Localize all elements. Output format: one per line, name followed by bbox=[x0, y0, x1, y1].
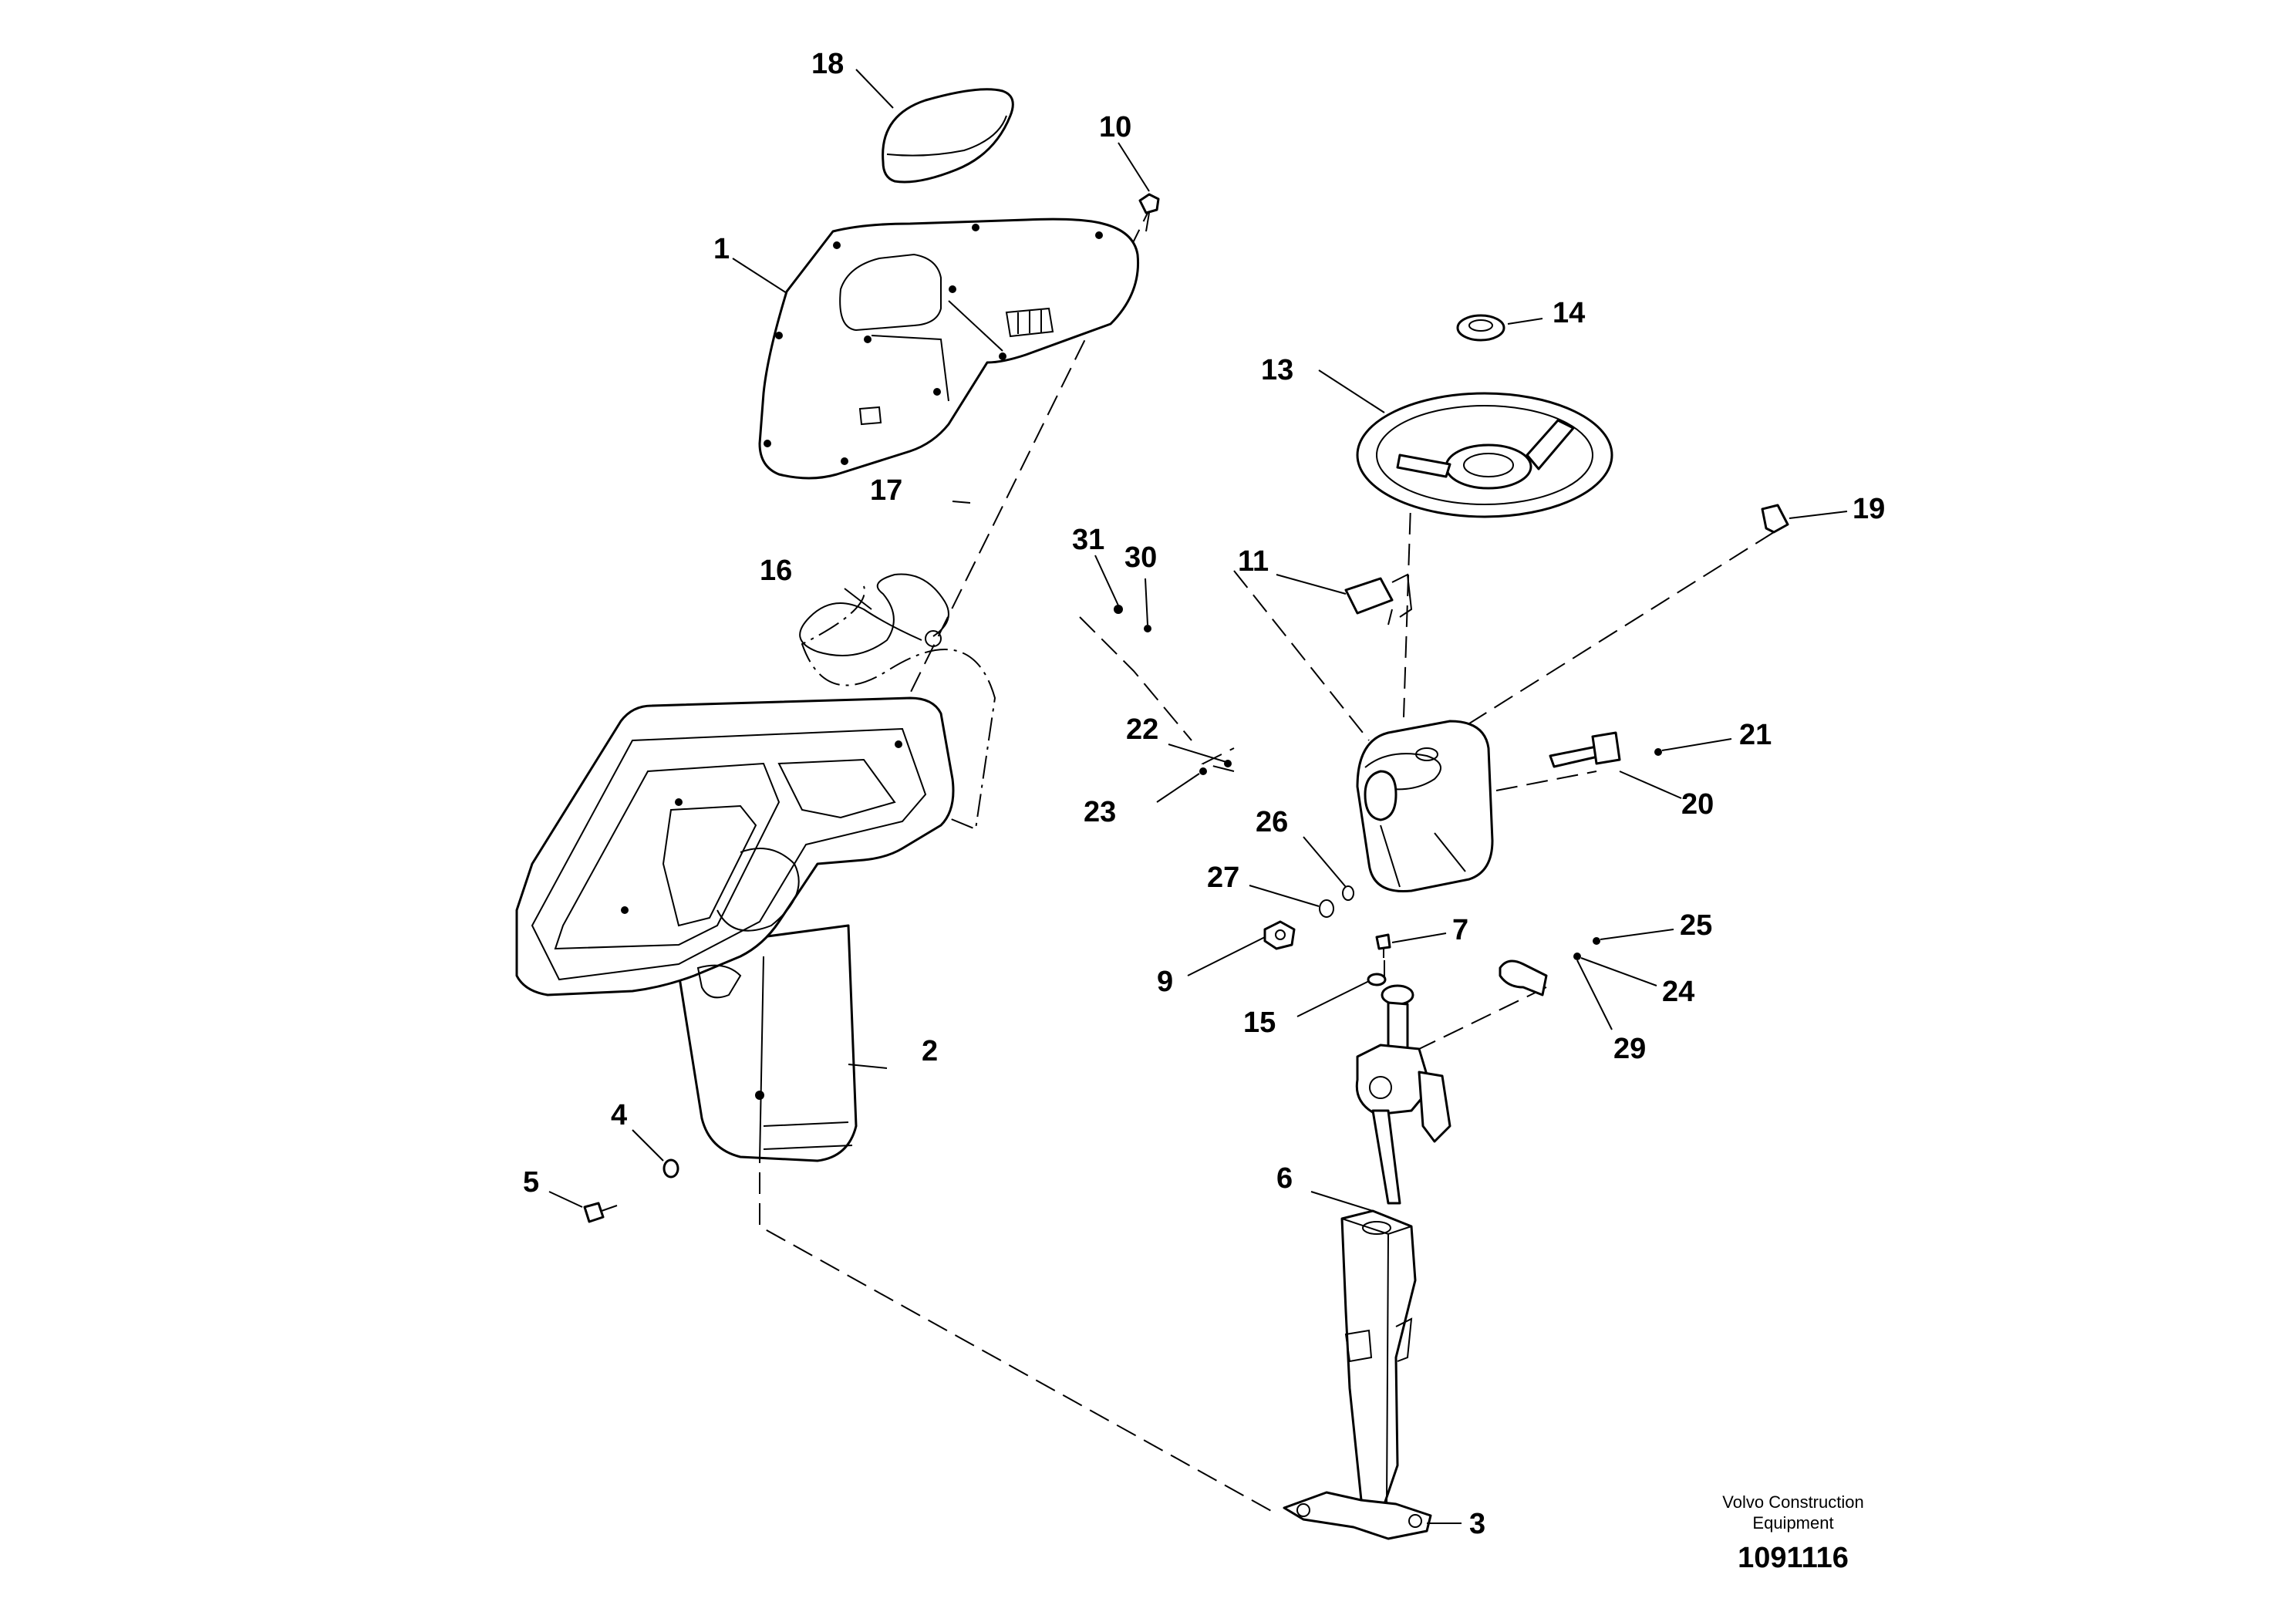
part-25-screw bbox=[1593, 937, 1600, 945]
part-24-washer bbox=[1573, 953, 1581, 960]
part-13-steering-wheel bbox=[1356, 392, 1613, 518]
document-number: 1091116 bbox=[1738, 1542, 1849, 1574]
callout-10: 10 bbox=[1099, 111, 1131, 143]
callout-31: 31 bbox=[1072, 524, 1104, 556]
steering-valve-body bbox=[1356, 720, 1494, 893]
credit-line-2: Equipment bbox=[1752, 1513, 1833, 1533]
callout-21: 21 bbox=[1739, 719, 1772, 751]
callout-25: 25 bbox=[1680, 909, 1712, 942]
callout-19: 19 bbox=[1853, 493, 1885, 525]
callout-3: 3 bbox=[1469, 1508, 1485, 1540]
callout-16: 16 bbox=[760, 555, 792, 587]
part-6-steering-column bbox=[1355, 984, 1451, 1205]
callout-labels: 18 10 1 17 16 2 4 5 13 14 19 11 31 30 22… bbox=[523, 48, 1885, 1540]
part-26-o-ring bbox=[1342, 885, 1354, 901]
callout-17: 17 bbox=[870, 474, 902, 507]
part-5-screw bbox=[583, 1202, 618, 1223]
part-31-screw bbox=[1114, 605, 1123, 614]
callout-4: 4 bbox=[611, 1099, 627, 1131]
callout-29: 29 bbox=[1613, 1033, 1646, 1065]
part-11-ignition-switch bbox=[1344, 573, 1413, 626]
callout-11: 11 bbox=[1238, 545, 1269, 578]
part-23-washer bbox=[1199, 767, 1207, 775]
callout-24: 24 bbox=[1662, 976, 1694, 1008]
part-19-clip bbox=[1761, 504, 1789, 534]
callout-5: 5 bbox=[523, 1166, 539, 1199]
callout-18: 18 bbox=[811, 48, 844, 80]
callout-leaders bbox=[548, 69, 1848, 1524]
part-14-cap bbox=[1456, 314, 1505, 342]
part-20-bolt bbox=[1549, 731, 1621, 768]
callout-1: 1 bbox=[713, 233, 730, 265]
part-9-nut bbox=[1263, 920, 1296, 950]
part-29-bracket bbox=[1499, 959, 1548, 996]
part-21-nut bbox=[1654, 748, 1662, 756]
part-2-console-housing bbox=[515, 696, 955, 1162]
callout-20: 20 bbox=[1681, 788, 1714, 821]
part-15-washer bbox=[1367, 973, 1387, 986]
part-27-o-ring bbox=[1319, 899, 1334, 918]
callout-14: 14 bbox=[1553, 297, 1585, 329]
callout-15: 15 bbox=[1243, 1007, 1276, 1039]
callout-30: 30 bbox=[1124, 541, 1157, 574]
callout-9: 9 bbox=[1157, 966, 1173, 998]
callout-23: 23 bbox=[1084, 796, 1116, 828]
part-10-screw bbox=[1138, 193, 1160, 232]
credit-line-1: Volvo Construction bbox=[1722, 1492, 1863, 1512]
part-4-washer bbox=[663, 1158, 679, 1179]
footer-credit: Volvo Construction Equipment 1091116 bbox=[1722, 1492, 1863, 1574]
callout-22: 22 bbox=[1126, 713, 1158, 746]
part-18-cover bbox=[882, 88, 1014, 184]
callout-27: 27 bbox=[1207, 862, 1239, 894]
part-16-cable bbox=[799, 573, 949, 656]
part-30-washer bbox=[1144, 625, 1151, 632]
callout-7: 7 bbox=[1452, 914, 1468, 946]
callout-13: 13 bbox=[1261, 354, 1293, 386]
callout-2: 2 bbox=[922, 1035, 938, 1067]
callout-26: 26 bbox=[1256, 806, 1288, 838]
callout-6: 6 bbox=[1276, 1162, 1293, 1195]
part-1-dash-panel bbox=[758, 218, 1140, 480]
part-7-bolt bbox=[1375, 933, 1391, 958]
part-3-column-base bbox=[1283, 1209, 1432, 1540]
